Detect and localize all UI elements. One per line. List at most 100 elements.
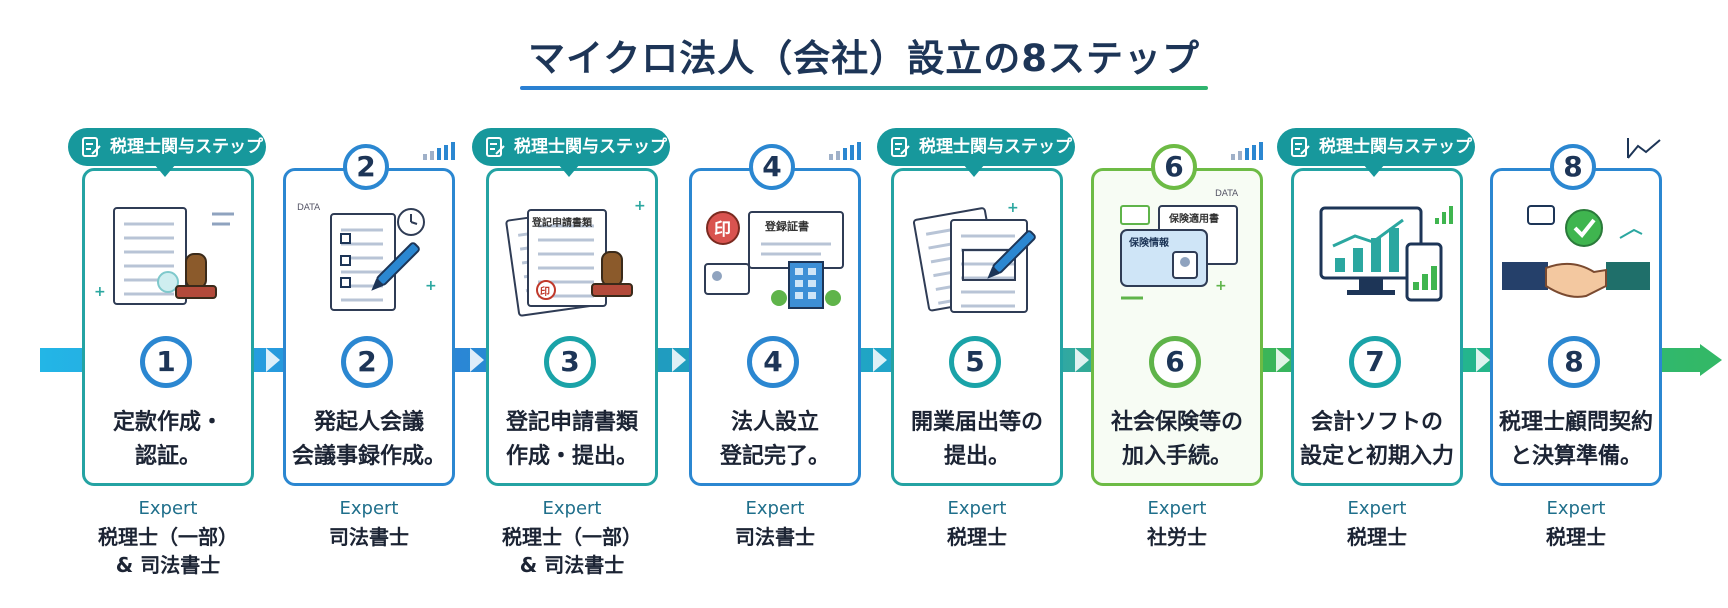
step-label-line: 作成・提出。	[505, 444, 638, 469]
badge-label: 税理士関与ステップ	[919, 137, 1072, 157]
step-7: 税理士関与ステップ 7 会計ソフトの設定と初期入力 Expert 税理士	[1277, 0, 1491, 608]
step-1: + 税理士関与ステップ 1 定款作成・認証。 Expert 税理士（一部） & 司…	[68, 0, 282, 608]
step-label: 会計ソフトの設定と初期入力	[1291, 406, 1463, 474]
step-label-line: 会議事録作成。	[291, 444, 446, 469]
step-illustration: 印登録証書	[704, 211, 844, 309]
step-label-line: 開業届出等の	[910, 410, 1043, 435]
step-illustration	[1319, 206, 1453, 302]
step-label: 開業届出等の提出。	[891, 406, 1063, 474]
step-label-line: 発起人会議	[313, 410, 424, 435]
timeline-step-number: 4	[747, 336, 799, 388]
card-step-number: 4	[749, 144, 795, 190]
step-2: DATA+ 2 2 発起人会議会議事録作成。 Expert 司法書士	[283, 0, 483, 608]
expert-caption: Expert	[1147, 498, 1207, 519]
step-label-line: 加入手続。	[1121, 444, 1232, 469]
timeline-step-number: 5	[949, 336, 1001, 388]
svg-text:DATA: DATA	[297, 203, 321, 213]
expert-name: 税理士	[1490, 523, 1662, 551]
step-illustration: DATA +	[297, 203, 437, 311]
expert-name: 税理士	[1291, 523, 1463, 551]
timeline-arrow-tip	[1700, 344, 1722, 376]
svg-text:保険適用書: 保険適用書	[1168, 212, 1219, 225]
step-3: 登記申請書類印+ 税理士関与ステップ 3 登記申請書類作成・提出。 Expert…	[472, 0, 686, 608]
document-edit-icon	[891, 137, 910, 157]
card-step-number: 6	[1151, 144, 1197, 190]
svg-text:DATA: DATA	[1215, 189, 1239, 199]
step-label-line: 提出。	[943, 444, 1010, 469]
svg-text:+: +	[634, 198, 646, 214]
expert-caption: Expert	[1347, 498, 1407, 519]
card-step-number: 2	[343, 144, 389, 190]
step-illustration: +	[912, 200, 1036, 313]
step-card	[82, 168, 254, 486]
step-label-line: と決算準備。	[1509, 444, 1642, 469]
expert-caption: Expert	[947, 498, 1007, 519]
badge-label: 税理士関与ステップ	[110, 137, 263, 157]
step-4: 印登録証書 4 4 法人設立登記完了。 Expert 司法書士	[689, 0, 889, 608]
expert-line: 司法書士	[329, 525, 409, 549]
timeline-chevron	[1476, 348, 1490, 372]
timeline-step-number: 7	[1349, 336, 1401, 388]
timeline-chevron	[1075, 348, 1089, 372]
expert-caption: Expert	[138, 498, 198, 519]
step-8: 8 8 税理士顧問契約と決算準備。 Expert 税理士	[1490, 0, 1690, 608]
step-label: 法人設立登記完了。	[689, 406, 861, 474]
timeline-chevron	[266, 348, 280, 372]
expert-caption: Expert	[1546, 498, 1606, 519]
step-label-line: 会計ソフトの	[1310, 410, 1443, 435]
step-label-line: 税理士顧問契約	[1498, 410, 1653, 435]
expert-line: 税理士	[1347, 525, 1407, 549]
tax-accountant-badge: 税理士関与ステップ	[68, 128, 266, 177]
expert-line: 税理士	[1546, 525, 1606, 549]
card-step-number: 8	[1550, 144, 1596, 190]
expert-line: & 司法書士	[115, 553, 221, 577]
step-label: 定款作成・認証。	[82, 406, 254, 474]
svg-text:+: +	[1007, 200, 1019, 216]
step-illustration	[1502, 205, 1650, 298]
page-title: マイクロ法人（会社）設立の8ステップ	[527, 37, 1200, 80]
timeline-step-number: 1	[140, 336, 192, 388]
title-underline	[520, 86, 1208, 90]
step-label-line: 認証。	[134, 444, 201, 469]
step-label-line: 登記申請書類	[505, 410, 638, 435]
bar-chart-icon	[1627, 138, 1661, 159]
timeline-step-number: 3	[544, 336, 596, 388]
step-label-line: 設定と初期入力	[1299, 444, 1454, 469]
expert-line: 司法書士	[735, 525, 815, 549]
expert-caption: Expert	[339, 498, 399, 519]
expert-line: 税理士	[947, 525, 1007, 549]
bar-chart-icon	[829, 142, 861, 160]
expert-line: 税理士（一部）	[502, 525, 642, 549]
step-label: 登記申請書類作成・提出。	[486, 406, 658, 474]
svg-text:+: +	[94, 284, 106, 300]
svg-text:保険情報: 保険情報	[1128, 236, 1170, 249]
bar-chart-icon	[423, 142, 455, 160]
step-label-line: 登記完了。	[719, 444, 830, 469]
bar-chart-icon	[1231, 142, 1263, 160]
tax-accountant-badge: 税理士関与ステップ	[1277, 128, 1475, 177]
expert-name: 司法書士	[283, 523, 455, 551]
svg-text:+: +	[1215, 278, 1227, 294]
step-label: 発起人会議会議事録作成。	[283, 406, 455, 474]
expert-name: 税理士（一部） & 司法書士	[82, 523, 254, 579]
tax-accountant-badge: 税理士関与ステップ	[472, 128, 670, 177]
expert-name: 税理士	[891, 523, 1063, 551]
svg-text:+: +	[425, 278, 437, 294]
timeline-chevron	[470, 348, 484, 372]
step-label-line: 社会保険等の	[1110, 410, 1243, 435]
expert-line: 税理士（一部）	[98, 525, 238, 549]
step-label-line: 定款作成・	[112, 410, 223, 435]
badge-label: 税理士関与ステップ	[514, 137, 667, 157]
svg-text:登記申請書類: 登記申請書類	[531, 216, 593, 229]
expert-caption: Expert	[542, 498, 602, 519]
expert-name: 社労士	[1091, 523, 1263, 551]
svg-text:印: 印	[714, 220, 731, 240]
badge-label: 税理士関与ステップ	[1319, 137, 1472, 157]
step-label: 税理士顧問契約と決算準備。	[1490, 406, 1662, 474]
timeline-step-number: 8	[1548, 336, 1600, 388]
tax-accountant-badge: 税理士関与ステップ	[877, 128, 1075, 177]
timeline-chevron	[1276, 348, 1290, 372]
